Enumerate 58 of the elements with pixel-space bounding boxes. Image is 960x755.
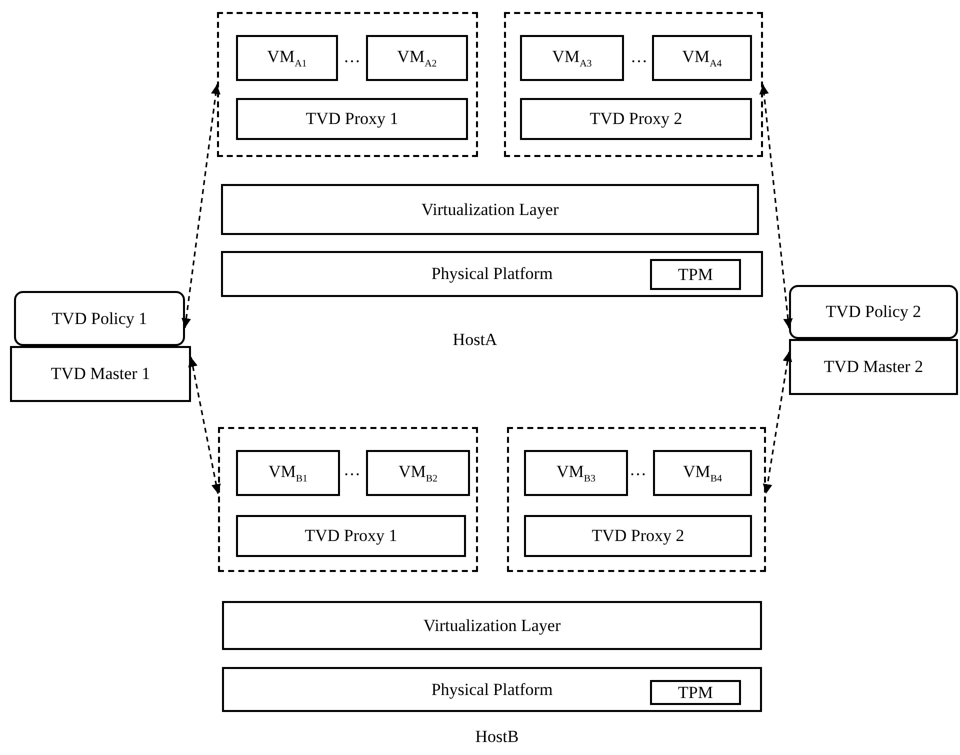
ellipsis-text: …	[630, 47, 648, 67]
dashed-double-arrow	[188, 357, 221, 494]
dashed-group-box	[218, 427, 478, 572]
proxy-box	[520, 98, 752, 140]
box-label: TVD Proxy 1	[306, 109, 398, 129]
dashed-double-arrow	[759, 84, 793, 328]
ellipsis-text: …	[344, 460, 360, 480]
box-label: VM$_{B3}$	[556, 462, 596, 484]
box-label: VM$_{B1}$	[268, 462, 308, 484]
vm-box	[652, 35, 752, 81]
box-label: TPM	[678, 682, 713, 702]
vm-box	[236, 35, 338, 81]
box-label: TVD Proxy 1	[304, 526, 398, 546]
dashed-double-arrow	[182, 84, 220, 328]
proxy-box	[524, 515, 752, 557]
platform-box	[222, 667, 762, 712]
ellipsis-text: …	[344, 47, 360, 67]
vm-box	[520, 35, 624, 81]
dashed-group-box	[504, 12, 763, 157]
tpm-box	[650, 680, 741, 705]
tpm-box	[650, 259, 741, 290]
dashed-double-arrow	[762, 352, 792, 494]
vm-box	[366, 450, 470, 496]
dashed-group-box	[507, 427, 766, 572]
host-label: HostB	[475, 727, 519, 747]
box-label: TVD Proxy 2	[592, 526, 684, 546]
box-label: TPM	[678, 264, 713, 284]
box-label: TVD Policy 2	[826, 302, 922, 322]
vm-box	[653, 450, 752, 496]
platform-box	[221, 251, 763, 297]
box-label: TVD Policy 1	[52, 308, 148, 328]
box-label: VM$_{A4}$	[682, 46, 722, 70]
box-label: Physical Platform	[431, 680, 553, 700]
host-label: HostA	[452, 330, 498, 350]
box-label: TVD Master 1	[50, 364, 150, 384]
box-label: Virtualization Layer	[423, 616, 561, 636]
box-label: Physical Platform	[431, 264, 553, 284]
master-box	[10, 346, 191, 402]
vm-box	[236, 450, 340, 496]
box-label: TVD Proxy 2	[590, 109, 682, 129]
dashed-group-box	[217, 12, 478, 157]
box-label: VM$_{A3}$	[552, 46, 592, 70]
layer-box	[221, 184, 759, 235]
layer-box	[222, 601, 762, 650]
vm-box	[524, 450, 628, 496]
box-label: VM$_{A2}$	[397, 46, 437, 70]
proxy-box	[236, 98, 468, 140]
box-label: VM$_{B2}$	[398, 462, 438, 484]
policy-box	[789, 285, 958, 339]
box-label: VM$_{A1}$	[267, 46, 307, 70]
master-box	[789, 339, 958, 395]
proxy-box	[236, 515, 466, 557]
policy-box	[14, 291, 185, 346]
vm-box	[366, 35, 468, 81]
box-label: VM$_{B4}$	[682, 462, 722, 484]
ellipsis-text: …	[630, 460, 646, 480]
box-label: TVD Master 2	[824, 357, 924, 377]
box-label: Virtualization Layer	[421, 200, 559, 220]
